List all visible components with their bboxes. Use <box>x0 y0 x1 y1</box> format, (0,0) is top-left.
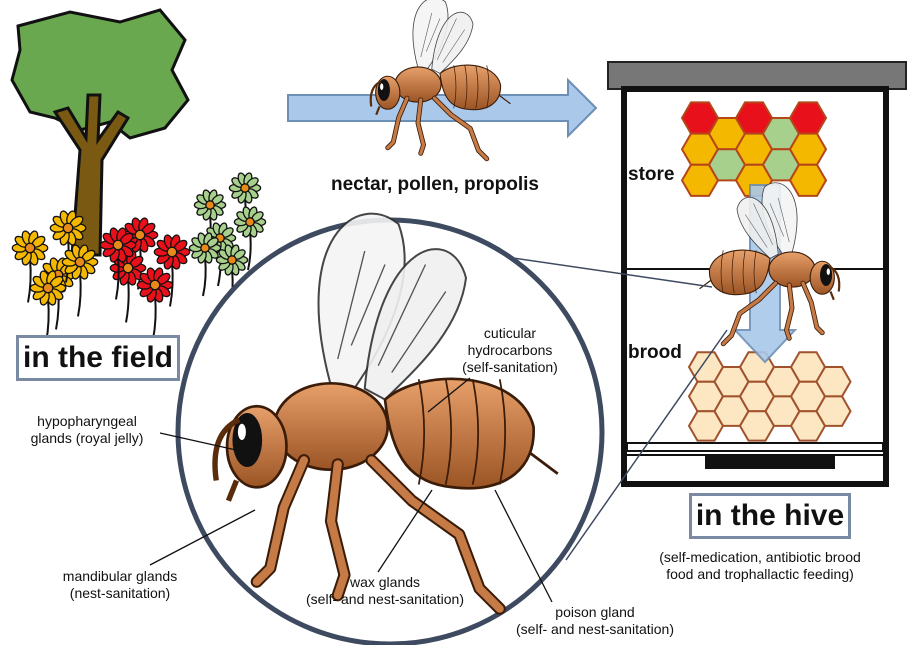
honeycomb-cell <box>790 134 826 165</box>
flower-icon <box>30 270 65 342</box>
transport-label: nectar, pollen, propolis <box>300 174 570 196</box>
store-honeycomb <box>682 102 826 195</box>
honeycomb-cell <box>790 165 826 196</box>
annotation-poison: poison gland (self- and nest-sanitation) <box>495 604 695 638</box>
flower-icon <box>189 232 220 296</box>
store-label: store <box>628 166 698 183</box>
honeycomb-cell <box>817 396 851 426</box>
hive-floor <box>627 443 883 451</box>
hive-label: in the hive <box>696 499 844 532</box>
foraging-bee-icon <box>371 0 511 159</box>
hive-roof <box>608 62 906 89</box>
field-label-box: in the field <box>16 335 180 381</box>
honeycomb-cell <box>790 102 826 133</box>
tree <box>12 10 188 255</box>
annotation-hypopharyngeal: hypopharyngeal glands (royal jelly) <box>12 413 162 447</box>
brood-label: brood <box>628 344 698 361</box>
field-label: in the field <box>23 341 173 374</box>
honeycomb-cell <box>817 367 851 396</box>
flower-icon <box>137 267 172 339</box>
hive-entrance-bar <box>705 455 835 469</box>
annotation-mandibular: mandibular glands (nest-sanitation) <box>45 568 195 602</box>
hive-note: (self-medication, antibiotic brood food … <box>626 549 894 583</box>
annotation-cuticular: cuticular hydrocarbons (self-sanitation) <box>440 325 580 376</box>
hive-label-box: in the hive <box>689 493 851 539</box>
annotation-wax: wax glands (self- and nest-sanitation) <box>285 574 485 608</box>
